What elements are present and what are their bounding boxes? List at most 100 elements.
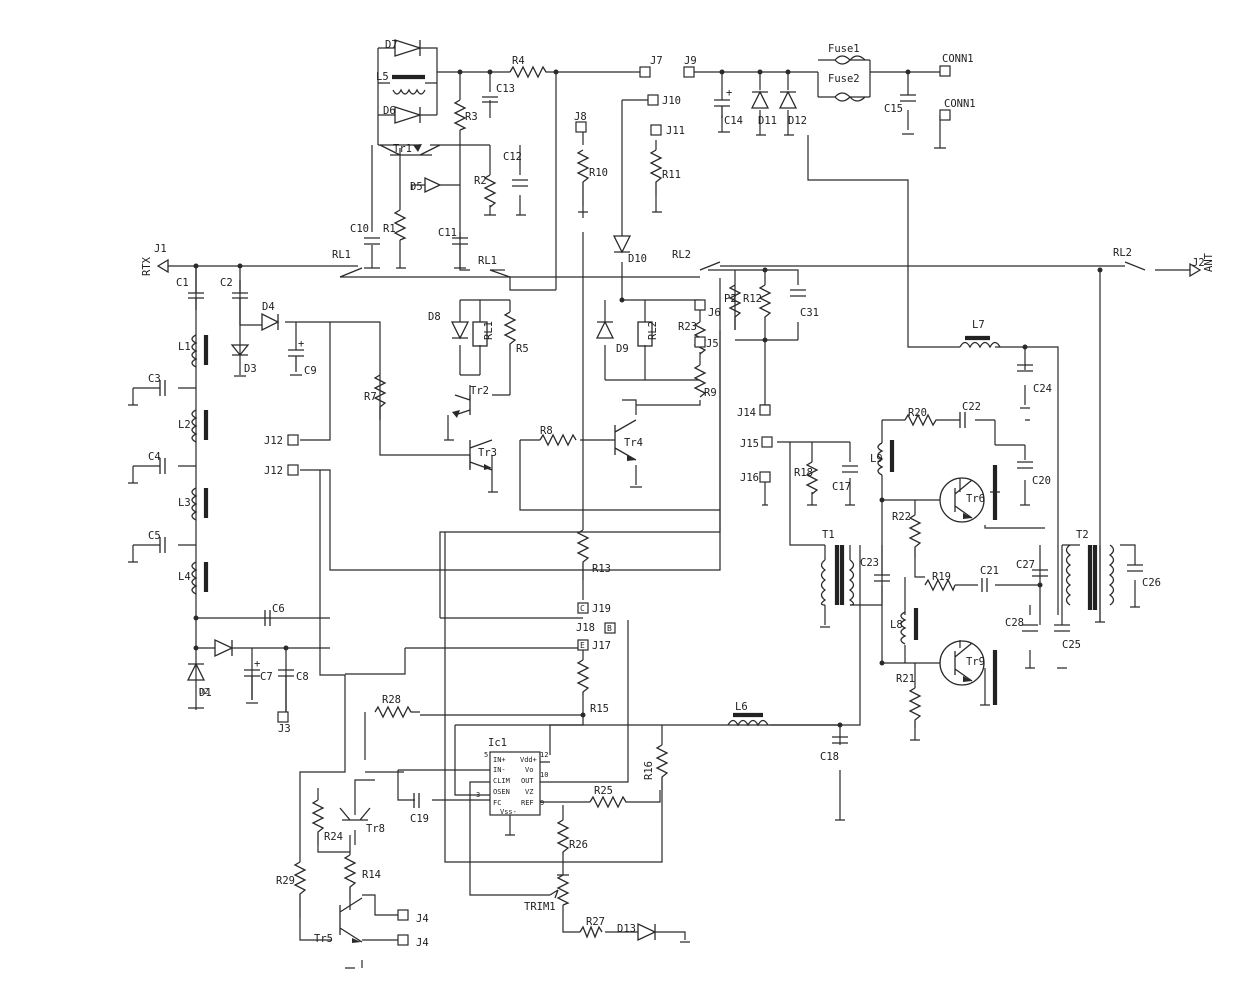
svg-text:RL1: RL1 <box>483 321 495 340</box>
svg-text:D5: D5 <box>410 181 423 193</box>
svg-text:C17: C17 <box>832 481 851 493</box>
svg-text:C21: C21 <box>980 565 999 577</box>
svg-text:R1: R1 <box>383 223 396 235</box>
svg-text:D10: D10 <box>628 253 647 265</box>
label-j19-pin: C <box>580 604 585 613</box>
inductor-cores <box>203 74 1098 718</box>
svg-text:C9: C9 <box>304 365 317 377</box>
svg-text:3: 3 <box>476 791 480 799</box>
svg-text:R8: R8 <box>540 425 553 437</box>
label-j17-pin: E <box>580 641 585 650</box>
svg-text:T1: T1 <box>822 529 835 541</box>
label-j10: J10 <box>662 95 681 107</box>
svg-text:L8: L8 <box>890 619 903 631</box>
label-j7: J7 <box>650 55 663 67</box>
svg-text:C4: C4 <box>148 451 161 463</box>
svg-text:Tr1: Tr1 <box>393 143 412 155</box>
svg-text:R14: R14 <box>362 869 381 881</box>
svg-text:RL2: RL2 <box>1113 247 1132 259</box>
svg-text:P2: P2 <box>724 293 737 305</box>
svg-text:R29: R29 <box>276 875 295 887</box>
svg-text:R23: R23 <box>678 321 697 333</box>
svg-text:C2: C2 <box>220 277 233 289</box>
svg-text:L1: L1 <box>178 341 191 353</box>
label-j18-pin: B <box>607 624 612 633</box>
svg-text:D13: D13 <box>617 923 636 935</box>
label-j1: J1 <box>154 243 167 255</box>
svg-text:L7: L7 <box>972 319 985 331</box>
svg-text:R7: R7 <box>364 391 377 403</box>
svg-text:C1: C1 <box>176 277 189 289</box>
svg-text:C3: C3 <box>148 373 161 385</box>
svg-text:9: 9 <box>540 799 544 807</box>
svg-text:R2: R2 <box>474 175 487 187</box>
svg-text:Tr4: Tr4 <box>624 437 643 449</box>
svg-text:R19: R19 <box>932 571 951 583</box>
label-j15: J15 <box>740 438 759 450</box>
svg-text:R12: R12 <box>743 293 762 305</box>
label-conn1a: CONN1 <box>942 53 974 65</box>
label-j4a: J4 <box>416 913 429 925</box>
svg-text:Tr5: Tr5 <box>314 933 333 945</box>
label-j11: J11 <box>666 125 685 137</box>
svg-text:D1: D1 <box>199 687 212 699</box>
svg-text:Tr3: Tr3 <box>478 447 497 459</box>
label-j5: J5 <box>706 338 719 350</box>
label-j19: J19 <box>592 603 611 615</box>
svg-text:10: 10 <box>540 771 548 779</box>
svg-text:C22: C22 <box>962 401 981 413</box>
label-j14: J14 <box>737 407 756 419</box>
svg-text:5: 5 <box>484 751 488 759</box>
svg-text:D2: D2 <box>199 687 209 696</box>
svg-text:Vss-: Vss- <box>500 808 517 816</box>
label-ant: ANT <box>1203 252 1215 272</box>
svg-text:R20: R20 <box>908 407 927 419</box>
svg-text:VZ: VZ <box>525 788 533 796</box>
svg-text:L3: L3 <box>178 497 191 509</box>
label-j4b: J4 <box>416 937 429 949</box>
label-j8: J8 <box>574 111 587 123</box>
svg-text:C31: C31 <box>800 307 819 319</box>
svg-text:REF: REF <box>521 799 534 807</box>
svg-text:R24: R24 <box>324 831 343 843</box>
svg-text:R10: R10 <box>589 167 608 179</box>
svg-text:L6: L6 <box>735 701 748 713</box>
svg-text:T2: T2 <box>1076 529 1089 541</box>
svg-text:L4: L4 <box>178 571 191 583</box>
svg-text:C18: C18 <box>820 751 839 763</box>
svg-text:RL1: RL1 <box>332 249 351 261</box>
svg-text:R5: R5 <box>516 343 529 355</box>
svg-text:Ic1: Ic1 <box>488 737 507 749</box>
symbols <box>128 39 1146 969</box>
svg-text:L5: L5 <box>376 71 389 83</box>
label-rtx: RTX <box>141 256 153 276</box>
component-labels: J1 RTX J2 ANT J3 J4 J4 J5 J6 J7 J8 J9 J1… <box>141 39 1215 949</box>
label-fuse1: Fuse1 <box>828 43 860 55</box>
svg-text:C14: C14 <box>724 115 743 127</box>
svg-text:D3: D3 <box>244 363 257 375</box>
svg-text:FC: FC <box>493 799 501 807</box>
svg-text:R11: R11 <box>662 169 681 181</box>
svg-text:+: + <box>254 658 260 670</box>
svg-text:C25: C25 <box>1062 639 1081 651</box>
svg-text:D11: D11 <box>758 115 777 127</box>
svg-text:+: + <box>298 338 304 350</box>
label-j9: J9 <box>684 55 697 67</box>
svg-text:D6: D6 <box>383 105 396 117</box>
svg-text:D12: D12 <box>788 115 807 127</box>
svg-text:C23: C23 <box>860 557 879 569</box>
label-j12a: J12 <box>264 435 283 447</box>
svg-text:TRIM1: TRIM1 <box>524 901 556 913</box>
svg-text:L9: L9 <box>870 453 883 465</box>
svg-text:Tr2: Tr2 <box>470 385 489 397</box>
svg-text:+: + <box>726 87 732 99</box>
label-j3: J3 <box>278 723 291 735</box>
svg-text:C28: C28 <box>1005 617 1024 629</box>
wires <box>132 47 1190 968</box>
svg-text:Vdd+: Vdd+ <box>520 756 537 764</box>
svg-text:OSEN: OSEN <box>493 788 510 796</box>
svg-text:RL2: RL2 <box>647 321 659 340</box>
svg-text:R25: R25 <box>594 785 613 797</box>
svg-text:D4: D4 <box>262 301 275 313</box>
